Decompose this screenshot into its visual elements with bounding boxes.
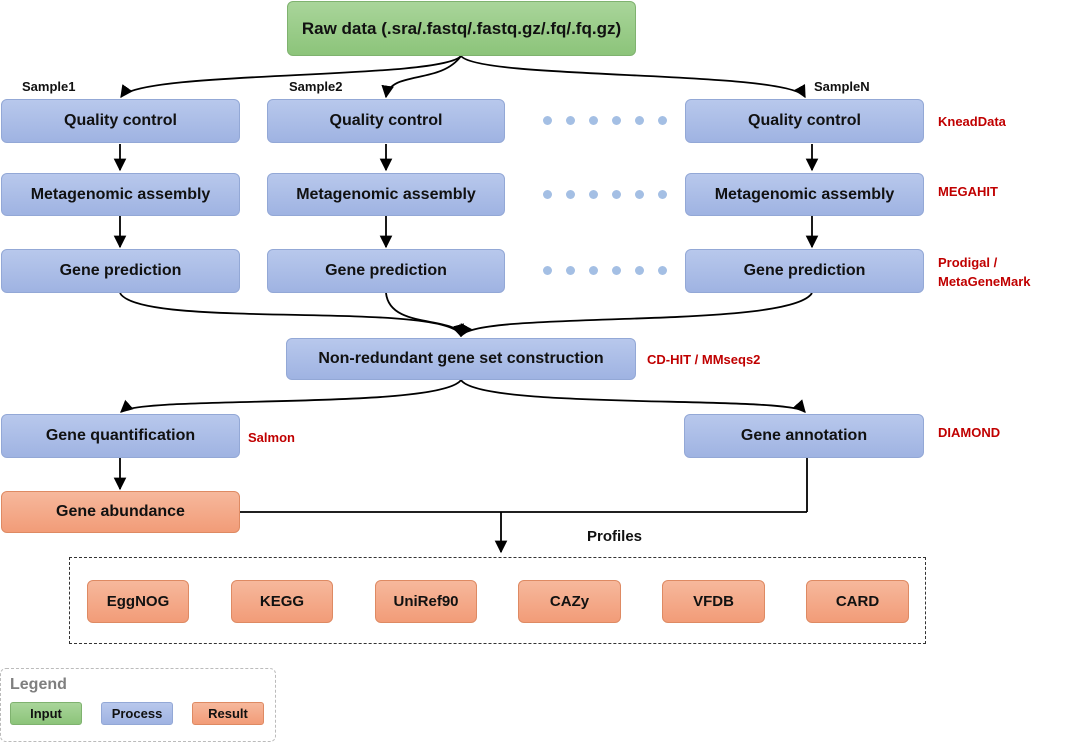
profile-card: CARD [806,580,909,623]
legend-title: Legend [10,676,67,693]
raw-data-input: Raw data (.sra/.fastq/.fastq.gz/.fq/.fq.… [287,1,636,56]
ellipsis-dots-row2 [543,190,681,199]
tool-cdhit: CD-HIT / MMseqs2 [647,352,761,367]
sample1-label: Sample1 [22,79,76,94]
ellipsis-dots-row1 [543,116,681,125]
arrow-raw-to-qc1 [120,55,462,99]
tool-kneaddata: KneadData [938,114,1006,129]
arrow-gpN-nr [460,292,813,338]
tool-salmon: Salmon [248,430,295,445]
gene-prediction-n: Gene prediction [685,249,924,293]
profile-vfdb: VFDB [662,580,765,623]
quality-control-1: Quality control [1,99,240,143]
legend-frame [0,668,276,742]
assembly-2: Metagenomic assembly [267,173,505,216]
arrow-nr-quant [120,379,462,413]
profile-kegg: KEGG [231,580,333,623]
profile-cazy: CAZy [518,580,621,623]
arrow-raw-to-qcN [460,55,806,99]
arrow-nr-annot [460,379,806,413]
arrow-gp1-nr [119,292,464,338]
profiles-title: Profiles [587,528,643,545]
nonredundant-gene-set: Non-redundant gene set construction [286,338,636,380]
legend-input: Input [10,702,82,725]
profile-eggnog: EggNOG [87,580,189,623]
gene-annotation: Gene annotation [684,414,924,458]
tool-prodigal-line2: MetaGeneMark [938,274,1031,289]
quality-control-n: Quality control [685,99,924,143]
tool-prodigal: Prodigal / MetaGeneMark [938,253,1030,291]
assembly-n: Metagenomic assembly [685,173,924,216]
tool-megahit: MEGAHIT [938,184,998,199]
sampleN-label: SampleN [814,79,870,94]
profiles-frame [69,557,926,644]
arrow-raw-to-qc2 [381,55,462,99]
gene-prediction-2: Gene prediction [267,249,505,293]
gene-abundance: Gene abundance [1,491,240,533]
tool-diamond: DIAMOND [938,425,1001,440]
gene-quantification: Gene quantification [1,414,240,458]
sample2-label: Sample2 [289,79,343,94]
profile-uniref90: UniRef90 [375,580,477,623]
gene-prediction-1: Gene prediction [1,249,240,293]
legend-result: Result [192,702,264,725]
tool-prodigal-line1: Prodigal / [938,255,998,270]
legend-process: Process [101,702,173,725]
arrow-gp2-nr [385,292,464,338]
quality-control-2: Quality control [267,99,505,143]
assembly-1: Metagenomic assembly [1,173,240,216]
ellipsis-dots-row3 [543,266,681,275]
